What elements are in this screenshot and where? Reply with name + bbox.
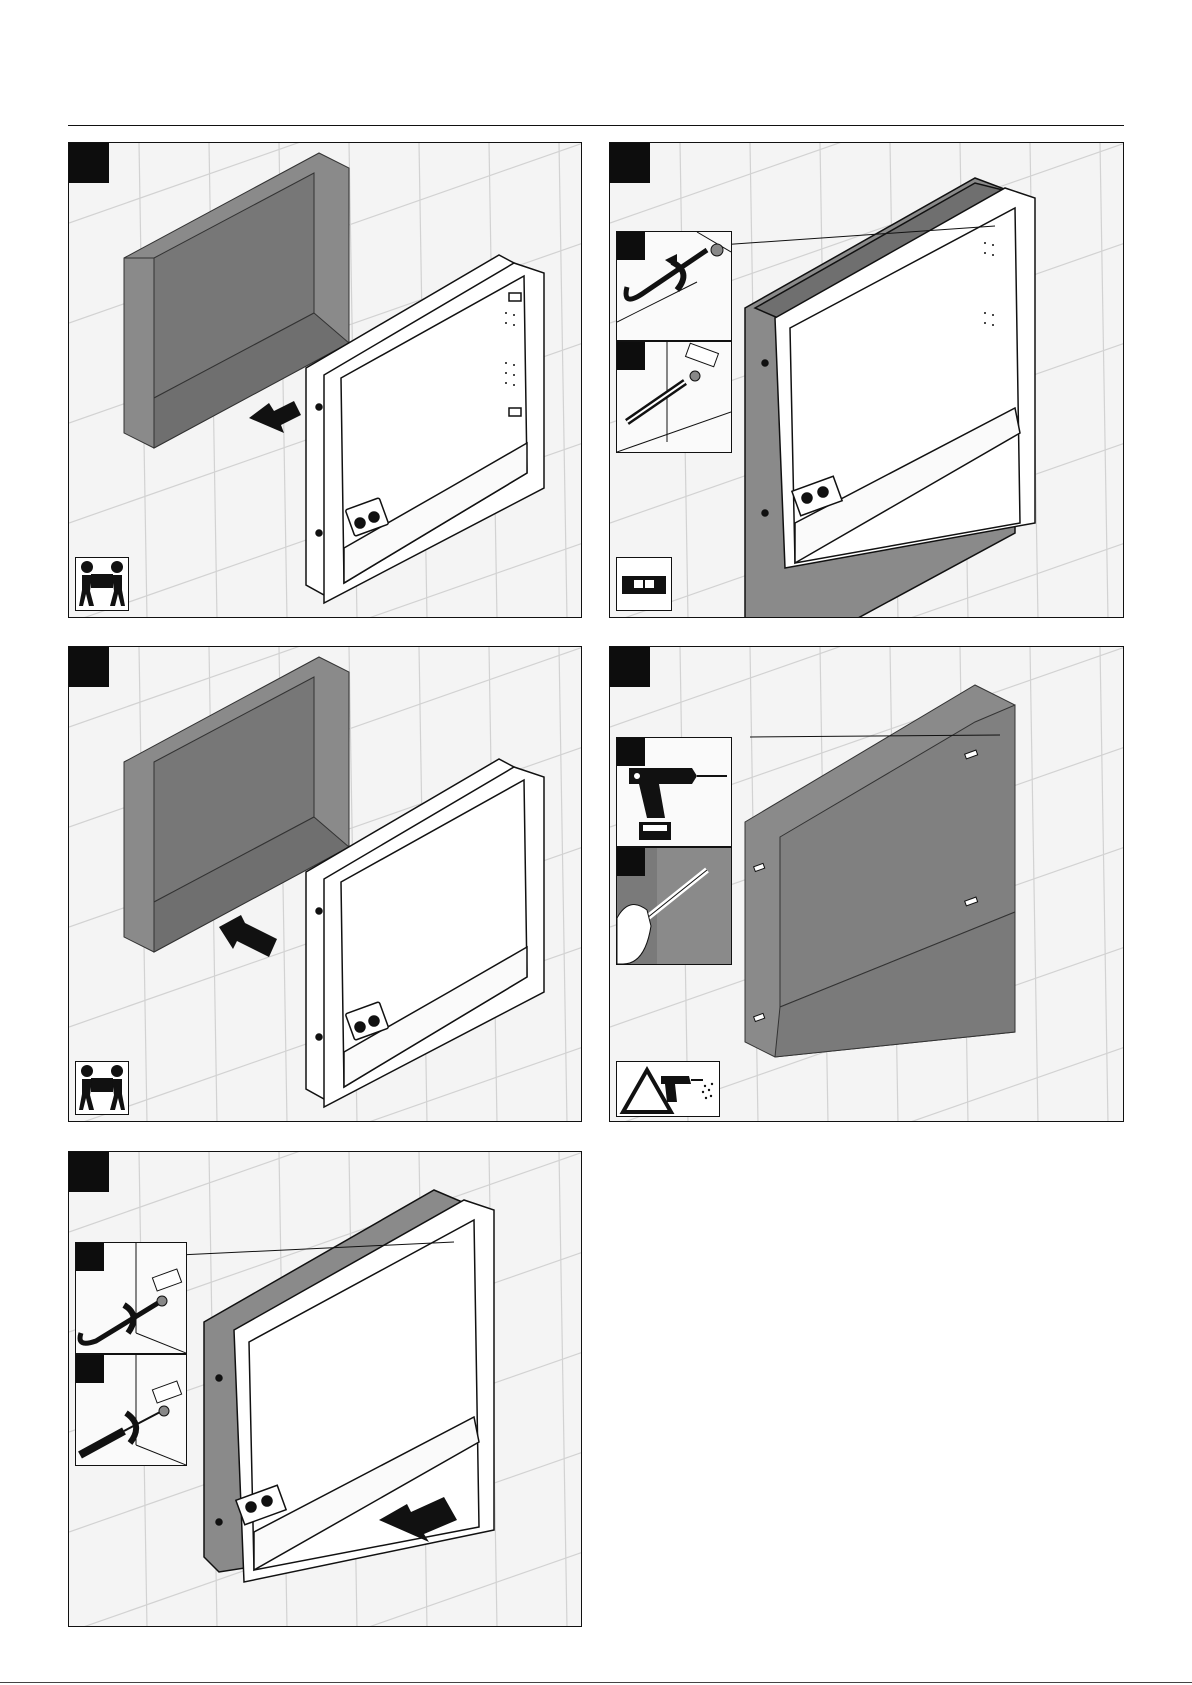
hint-box (75, 1061, 129, 1115)
hint-box (75, 557, 129, 611)
remove-arrow (219, 915, 277, 957)
spirit-level-icon (617, 558, 671, 610)
sub-step-badge (617, 848, 645, 876)
detail-inset-a (616, 231, 732, 341)
step-panel-5 (68, 1151, 582, 1627)
step-number-badge (69, 647, 109, 687)
detail-inset-b (75, 1354, 187, 1466)
empty-wall-niche (745, 685, 1015, 1057)
hint-box (616, 557, 672, 611)
header-rule (68, 125, 1124, 126)
detail-inset-a (616, 737, 732, 847)
two-person-lift-icon (76, 1062, 128, 1114)
step-panel-2 (609, 142, 1124, 618)
footer-rule (0, 1682, 1192, 1683)
sub-step-badge (617, 232, 645, 260)
wall-tile-grid (69, 143, 582, 618)
step-panel-3 (68, 646, 582, 1122)
wall-tile-grid (69, 647, 582, 1122)
step-number-badge (610, 143, 650, 183)
step-number-badge (69, 143, 109, 183)
step-panel-4 (609, 646, 1124, 1122)
sub-step-badge (617, 342, 645, 370)
insert-arrow (249, 401, 301, 433)
sub-step-badge (76, 1355, 104, 1383)
detail-inset-a (75, 1242, 187, 1354)
mirror-cabinet-in-niche (720, 178, 1035, 618)
detail-inset-b (616, 341, 732, 453)
detail-inset-b (616, 847, 732, 965)
step-number-badge (610, 647, 650, 687)
hint-box (616, 1061, 720, 1117)
drilling-dust-warning-icon (617, 1062, 719, 1116)
sub-step-badge (617, 738, 645, 766)
step-number-badge (69, 1152, 109, 1192)
step-panel-1 (68, 142, 582, 618)
two-person-lift-icon (76, 558, 128, 610)
sub-step-badge (76, 1243, 104, 1271)
